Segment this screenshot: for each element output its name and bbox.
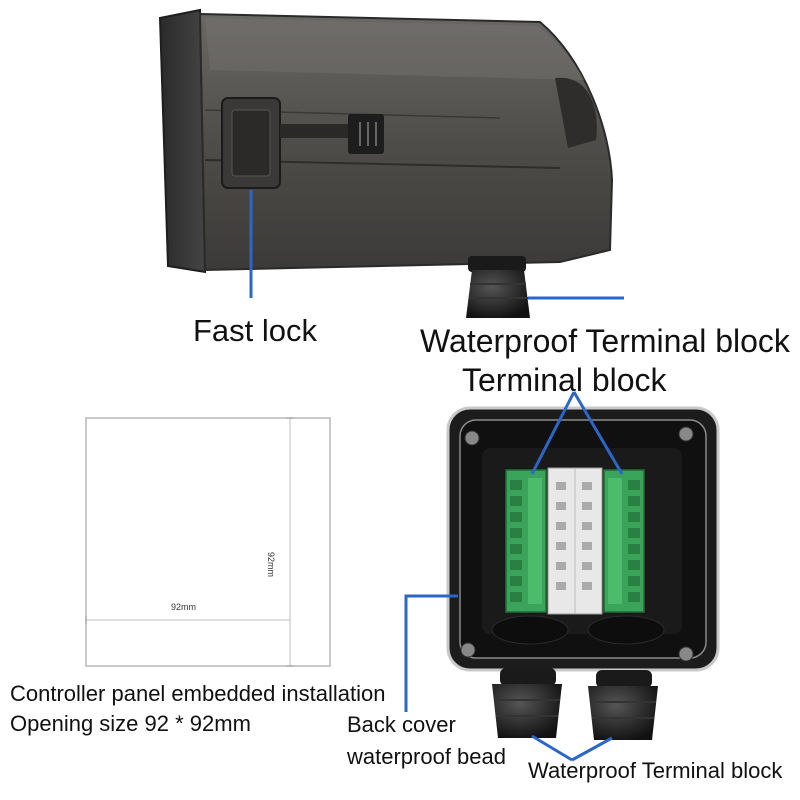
waterproof-terminal-block-label-top: Waterproof Terminal block — [420, 323, 790, 359]
cable-gland-left — [492, 668, 562, 738]
cable-gland-top — [466, 256, 530, 318]
bottom-gland-callout-lines — [531, 734, 613, 762]
back-cover-callout-line — [404, 594, 458, 712]
terminal-strip-right — [603, 469, 645, 613]
controller-installation-line1: Controller panel embedded installation — [10, 681, 386, 706]
back-cover-line2: waterproof bead — [347, 744, 506, 769]
terminal-strip-center — [547, 467, 603, 615]
terminal-block-label: Terminal block — [462, 362, 667, 398]
terminal-strip-left — [505, 469, 547, 613]
cable-gland-right — [588, 670, 658, 740]
height-dimension-label: 92mm — [266, 552, 276, 578]
waterproof-terminal-block-label-bottom: Waterproof Terminal block — [528, 758, 783, 783]
back-cover-label: Back cover waterproof bead — [347, 709, 506, 773]
fast-lock-label: Fast lock — [193, 313, 318, 348]
width-dimension-label: 92mm — [171, 602, 197, 612]
fast-lock-latch — [221, 97, 384, 189]
controller-installation-label: Controller panel embedded installation O… — [10, 679, 385, 739]
terminal-block-callout-lines — [530, 391, 624, 475]
back-cover-line1: Back cover — [347, 712, 456, 737]
controller-housing — [158, 8, 614, 274]
controller-installation-line2: Opening size 92 * 92mm — [10, 711, 251, 736]
panel-cutout-drawing — [85, 417, 331, 667]
